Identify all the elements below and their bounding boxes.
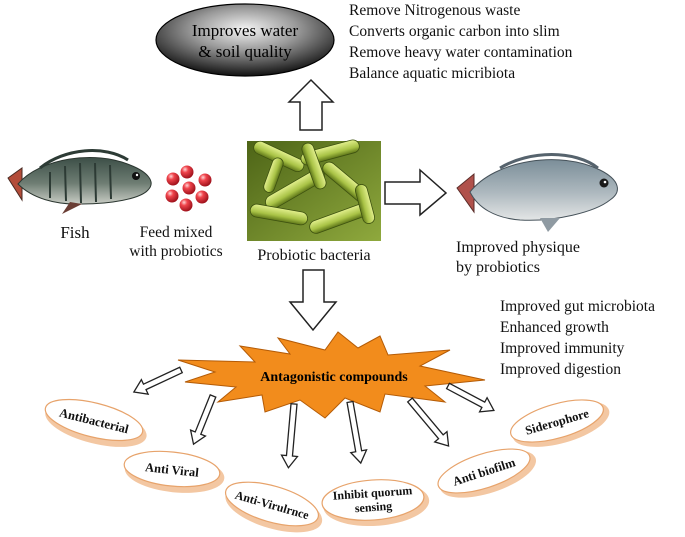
ellipse-text-line1: Improves water: [192, 21, 299, 40]
petal-antibacterial: [44, 398, 147, 447]
petal-antivirulence: [224, 481, 323, 533]
arrow-to-antivirulence-icon: [280, 403, 299, 469]
water-benefit-item: Remove Nitrogenous waste: [349, 2, 520, 19]
improved-fish-label-line1: Improved physique: [456, 239, 580, 256]
compound-petals: [44, 398, 610, 533]
arrow-to-antibacterial-icon: [132, 366, 184, 395]
water-benefit-item: Balance aquatic micribiota: [349, 65, 515, 82]
water-benefit-item: Remove heavy water contamination: [349, 44, 573, 61]
feed-beads-icon: [165, 165, 212, 212]
arrow-to-antiviral-icon: [189, 394, 217, 446]
fish-icon: [7, 149, 152, 214]
water-soil-ellipse: [155, 3, 335, 77]
improved-fish-label-line2: by probiotics: [456, 259, 540, 276]
compound-arrows: [132, 366, 495, 469]
bacteria-label: Probiotic bacteria: [257, 247, 370, 264]
petal-quorum: [321, 479, 430, 527]
feed-label-line2: with probiotics: [129, 243, 222, 260]
fish-benefit-item: Improved digestion: [500, 361, 621, 378]
water-benefit-item: Converts organic carbon into slim: [349, 23, 560, 40]
compound-antiviral: Anti Viral: [145, 460, 201, 480]
antagonistic-burst: [177, 331, 486, 419]
arrow-to-quorum-icon: [346, 400, 368, 465]
petal-siderophore: [510, 399, 610, 447]
antagonistic-label: Antagonistic compounds: [260, 370, 408, 385]
fish-label: Fish: [60, 223, 90, 242]
petal-antiviral: [123, 450, 225, 493]
compound-quorum-line2: sensing: [354, 499, 392, 516]
arrow-to-siderophore-icon: [445, 382, 495, 413]
probiotic-bacteria-image: [247, 139, 381, 241]
improved-fish-icon: [456, 153, 618, 232]
down-arrow-icon: [288, 269, 338, 332]
fish-benefit-item: Improved gut microbiota: [500, 298, 655, 315]
ellipse-text-line2: & soil quality: [198, 42, 292, 61]
petal-antibiofilm: [437, 448, 537, 498]
feed-label-line1: Feed mixed: [140, 224, 213, 241]
up-arrow-icon: [287, 78, 335, 131]
fish-benefit-item: Enhanced growth: [500, 319, 609, 336]
right-arrow-icon: [384, 168, 448, 217]
arrow-to-antibiofilm-icon: [406, 397, 450, 447]
fish-benefit-item: Improved immunity: [500, 340, 625, 357]
compound-quorum-line1: Inhibit quorum: [332, 483, 412, 503]
